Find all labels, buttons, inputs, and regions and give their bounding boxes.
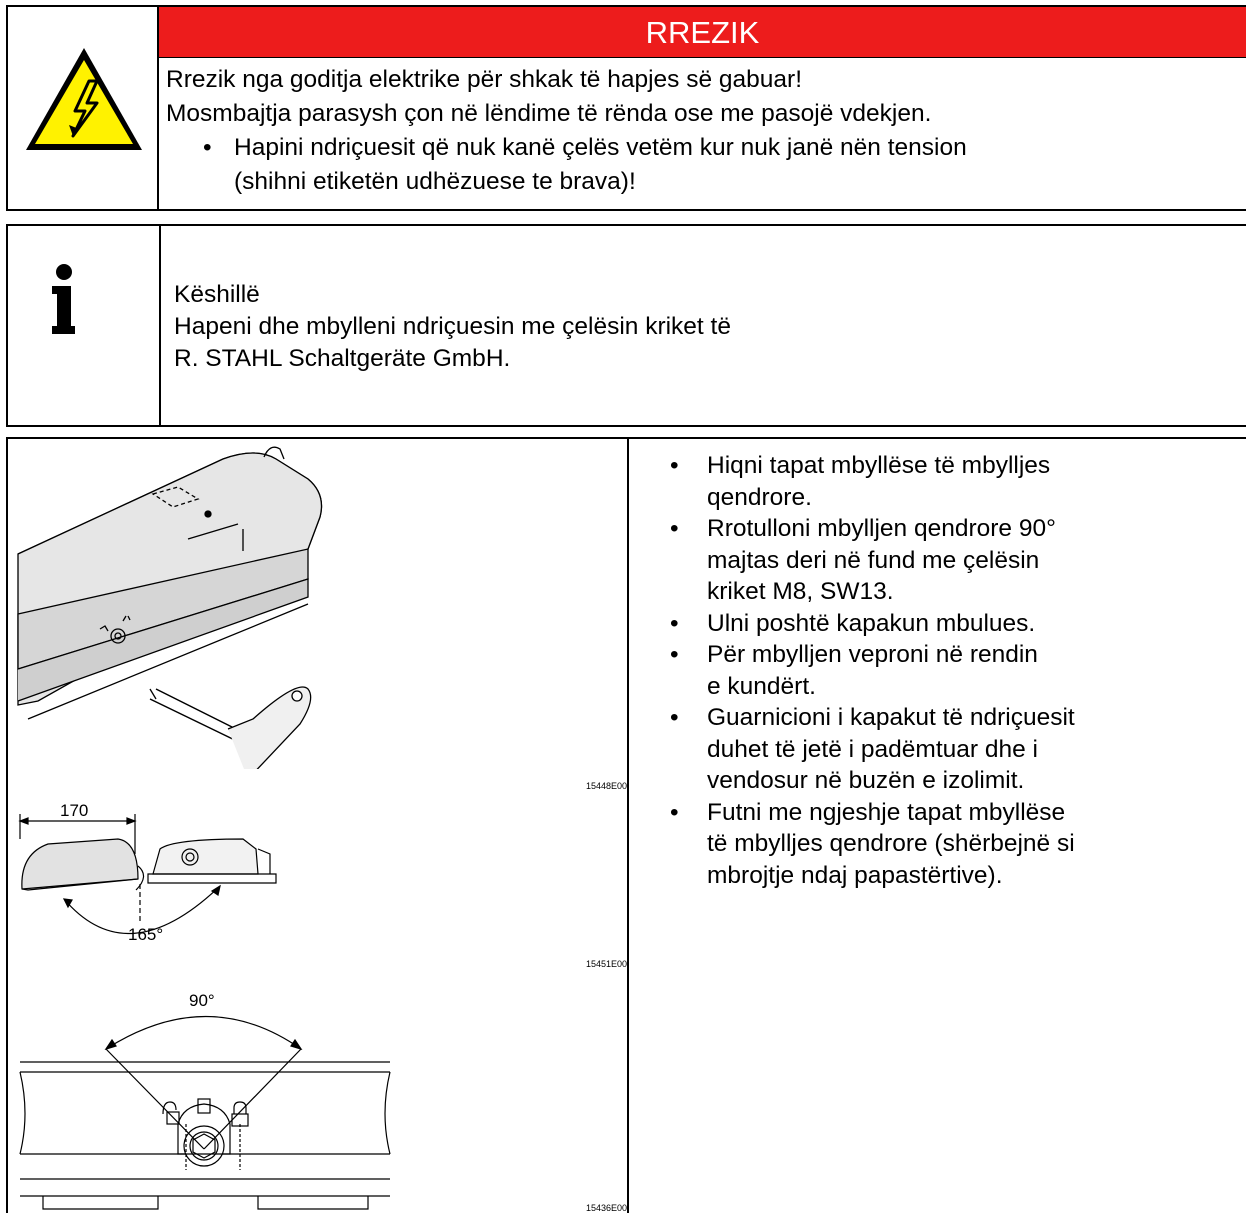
step-line: Rrotulloni mbylljen qendrore 90° (707, 515, 1056, 542)
step-line: duhet të jetë i padëmtuar dhe i (707, 735, 1038, 763)
step-line: Për mbylljen veproni në rendin (707, 641, 1038, 668)
bullet-symbol: • (670, 641, 679, 668)
danger-warning-box: RREZIK Rrezik nga goditja elektrike për … (6, 5, 1246, 211)
bullet-symbol: • (670, 704, 679, 731)
figure-code: 15448E00 (586, 781, 628, 791)
danger-bullet: • Hapini ndriçuesit që nuk kanë çelës ve… (166, 131, 1246, 199)
angle-165-label: 165° (128, 925, 163, 944)
info-icon (52, 264, 75, 334)
list-item: • Hiqni tapat mbyllëse të mbylljes qendr… (656, 450, 1246, 513)
dimension-170-label: 170 (60, 801, 88, 820)
step-line: e kundërt. (707, 672, 816, 700)
note-line: R. STAHL Schaltgeräte GmbH. (174, 345, 511, 372)
step-line: të mbylljes qendrore (shërbejnë si (707, 830, 1075, 857)
step-line: Ulni poshtë kapakun mbulues. (707, 609, 1036, 637)
step-line: kriket M8, SW13. (707, 578, 894, 605)
central-lock-rotation-figure: 90° (19, 991, 391, 1210)
angle-90-label: 90° (189, 991, 215, 1010)
step-line: qendrore. (707, 483, 812, 511)
danger-line: Mosmbajtja parasysh çon në lëndime të rë… (166, 100, 932, 127)
bullet-symbol: • (203, 134, 212, 161)
luminaire-with-crank-key-figure (17, 446, 323, 769)
step-line: Futni me ngjeshje tapat mbyllëse (707, 798, 1066, 826)
danger-bullet-line: Hapini ndriçuesit që nuk kanë çelës vetë… (234, 134, 967, 161)
cover-opening-figure: 170 165° (18, 801, 277, 944)
list-item: • Ulni poshtë kapakun mbulues. (656, 608, 1246, 640)
note-box: Këshillë Hapeni dhe mbylleni ndriçuesin … (6, 224, 1246, 427)
step-line: Guarnicioni i kapakut të ndriçuesit (707, 704, 1075, 731)
danger-icon-cell (6, 7, 159, 209)
list-item: • Rrotulloni mbylljen qendrore 90° majta… (656, 513, 1246, 608)
procedure-steps-list: • Hiqni tapat mbyllëse të mbylljes qendr… (656, 450, 1246, 891)
electric-hazard-warning-icon (26, 48, 142, 150)
figure-column: 15448E00 170 (6, 439, 629, 1213)
step-line: mbrojtje ndaj papastërtive). (707, 861, 1003, 889)
procedure-box: 15448E00 170 (6, 437, 1246, 1213)
list-item: • Guarnicioni i kapakut të ndriçuesit du… (656, 702, 1246, 797)
danger-body: Rrezik nga goditja elektrike për shkak t… (166, 63, 1246, 199)
step-line: Hiqni tapat mbyllëse të mbylljes (707, 452, 1051, 479)
bullet-symbol: • (670, 515, 679, 542)
note-body: Këshillë Hapeni dhe mbylleni ndriçuesin … (174, 279, 1246, 375)
bullet-symbol: • (670, 609, 679, 637)
list-item: • Futni me ngjeshje tapat mbyllëse të mb… (656, 797, 1246, 892)
note-line: Hapeni dhe mbylleni ndriçuesin me çelësi… (174, 313, 731, 340)
list-item: • Për mbylljen veproni në rendin e kundë… (656, 639, 1246, 702)
danger-bullet-line: (shihni etiketën udhëzuese te brava)! (234, 168, 636, 195)
note-title: Këshillë (174, 281, 260, 308)
note-icon-cell (6, 226, 161, 425)
step-line: vendosur në buzën e izolimit. (707, 767, 1025, 794)
figure-code: 15451E00 (586, 959, 628, 969)
bullet-symbol: • (670, 798, 679, 826)
danger-line: Rrezik nga goditja elektrike për shkak t… (166, 66, 802, 93)
bullet-symbol: • (670, 452, 679, 479)
figure-code: 15436E00 (586, 1203, 628, 1213)
danger-header: RREZIK (159, 7, 1246, 58)
step-line: majtas deri në fund me çelësin (707, 546, 1040, 574)
